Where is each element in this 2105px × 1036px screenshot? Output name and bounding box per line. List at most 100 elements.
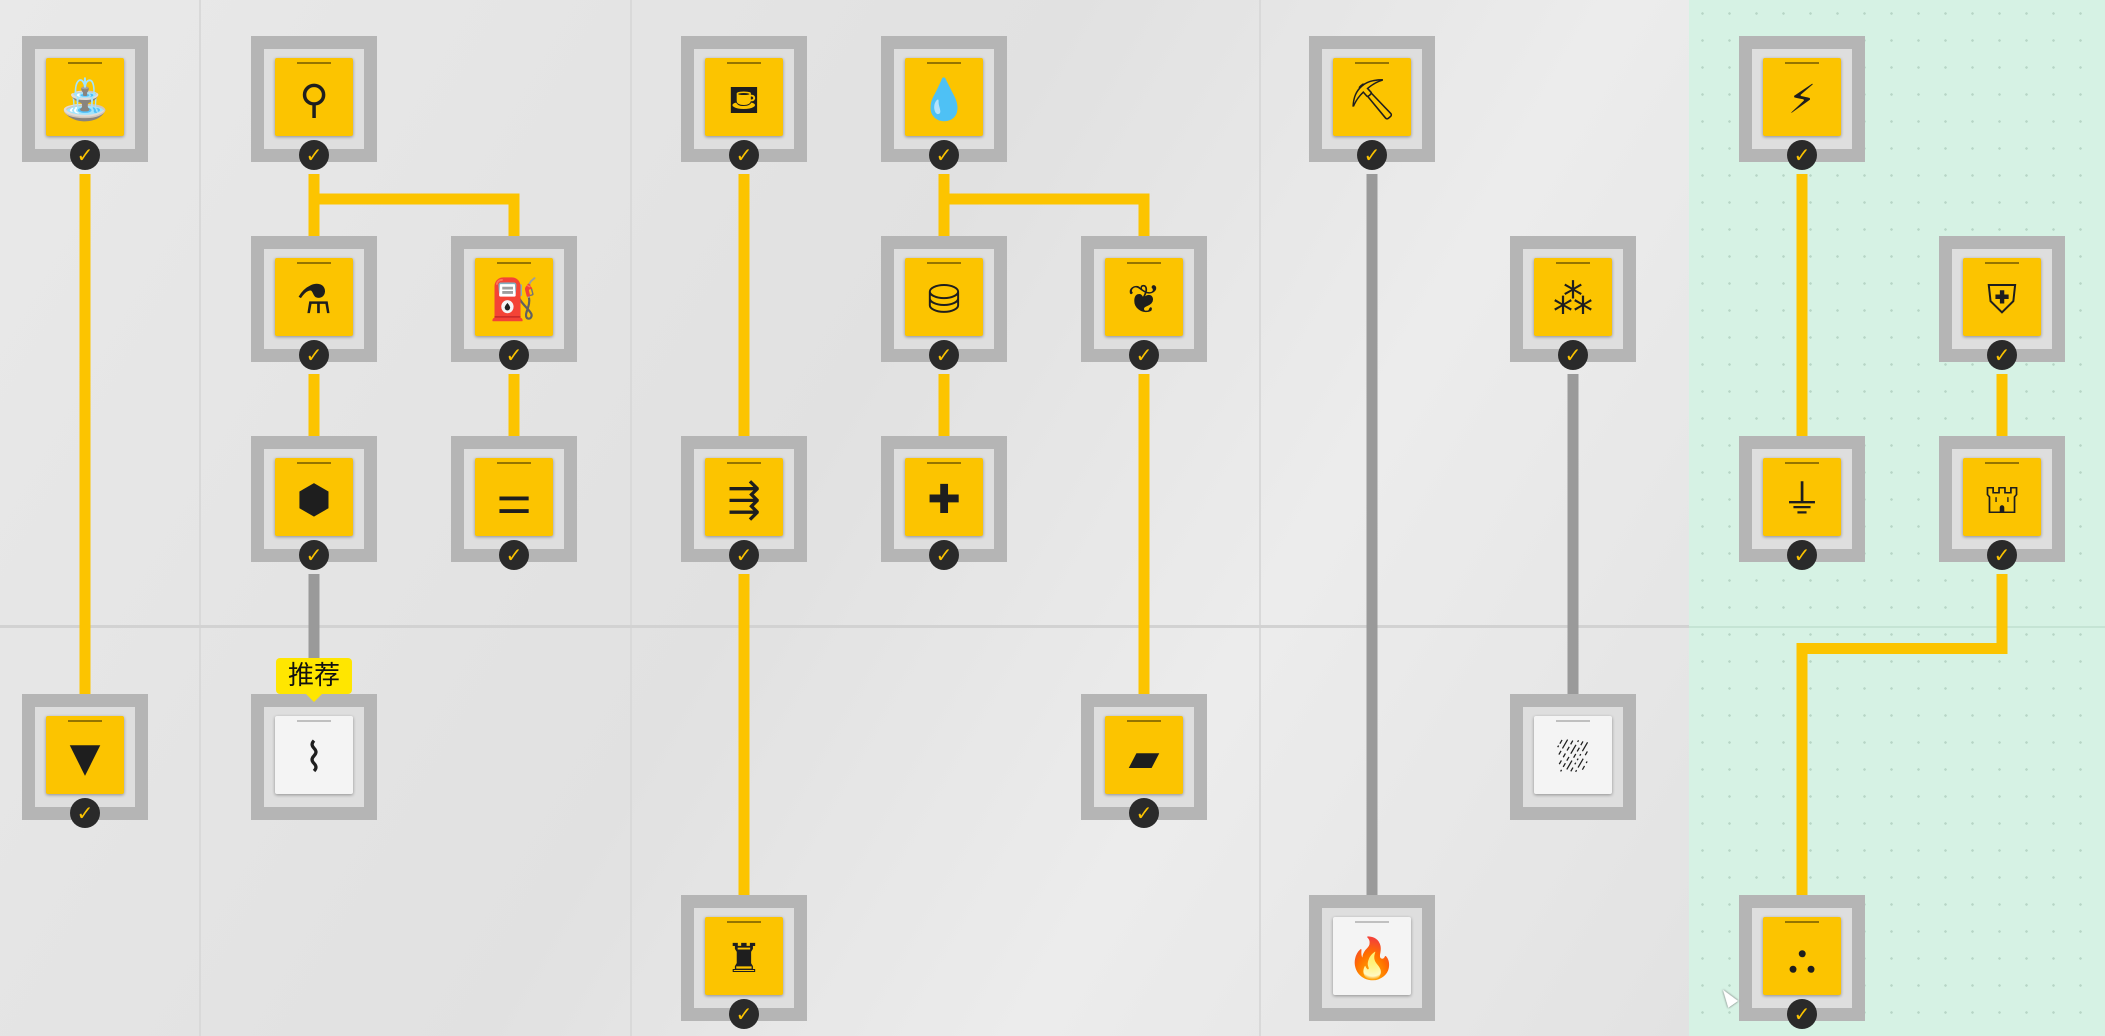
tech-node-a2[interactable]: ▼ ✓ bbox=[22, 694, 148, 828]
tech-node-c3[interactable]: ♜ ✓ bbox=[681, 895, 807, 1029]
tech-card: ⚌ bbox=[475, 458, 553, 536]
pump-tier-1-icon: ⛫ bbox=[1983, 477, 2021, 523]
check-icon: ✓ bbox=[729, 540, 759, 570]
card-label bbox=[297, 262, 331, 264]
check-icon: ✓ bbox=[929, 140, 959, 170]
tech-node-g2[interactable]: ⏚ ✓ bbox=[1739, 436, 1865, 570]
tech-card: ⛆ bbox=[1534, 716, 1612, 794]
tech-card: ⛏ bbox=[1333, 58, 1411, 136]
card-label bbox=[1127, 262, 1161, 264]
check-icon: ✓ bbox=[1558, 340, 1588, 370]
tech-card: 💧 bbox=[905, 58, 983, 136]
check-icon: ✓ bbox=[1987, 340, 2017, 370]
filter-drill-icon: ▼ bbox=[69, 735, 101, 781]
tech-node-b1[interactable]: ⚲ ✓ bbox=[251, 36, 377, 170]
tech-node-g3[interactable]: ⛨ ✓ bbox=[1939, 236, 2065, 370]
tech-node-d2[interactable]: ⛁ ✓ bbox=[881, 236, 1007, 370]
check-icon: ✓ bbox=[1987, 540, 2017, 570]
tech-card: ⏚ bbox=[1763, 458, 1841, 536]
check-icon: ✓ bbox=[499, 540, 529, 570]
check-icon: ✓ bbox=[1129, 798, 1159, 828]
link-d1-d3 bbox=[938, 174, 1150, 259]
card-label bbox=[727, 62, 761, 64]
check-icon: ✓ bbox=[1787, 999, 1817, 1029]
card-label bbox=[68, 720, 102, 722]
check-icon: ✓ bbox=[299, 340, 329, 370]
drill-tier-2-icon: ⛏ bbox=[1346, 77, 1398, 123]
card-label bbox=[1785, 462, 1819, 464]
link-g4-g5 bbox=[1796, 574, 2008, 918]
check-icon: ✓ bbox=[929, 340, 959, 370]
ore-scatter-icon: ⁂ bbox=[1553, 277, 1593, 323]
tech-card: ⛬ bbox=[1763, 917, 1841, 995]
card-label bbox=[927, 462, 961, 464]
column-divider bbox=[199, 0, 201, 1036]
check-icon: ✓ bbox=[1129, 340, 1159, 370]
tech-node-b4[interactable]: ⬢ ✓ bbox=[251, 436, 377, 570]
card-label bbox=[927, 62, 961, 64]
card-label bbox=[1785, 921, 1819, 923]
tech-node-f2[interactable]: ⛆ bbox=[1510, 694, 1636, 820]
tech-node-g4[interactable]: ⛫ ✓ bbox=[1939, 436, 2065, 570]
tech-card: ⛨ bbox=[1963, 258, 2041, 336]
tech-node-e2[interactable]: 🔥 bbox=[1309, 895, 1435, 1021]
tech-card: ❦ bbox=[1105, 258, 1183, 336]
tech-node-d1[interactable]: 💧 ✓ bbox=[881, 36, 1007, 170]
card-label bbox=[1127, 720, 1161, 722]
tech-node-d3[interactable]: ❦ ✓ bbox=[1081, 236, 1207, 370]
turret-icon: ♜ bbox=[726, 936, 762, 982]
card-label bbox=[927, 262, 961, 264]
column-divider bbox=[630, 0, 632, 1036]
card-label bbox=[297, 720, 331, 722]
card-label bbox=[727, 462, 761, 464]
plant-water-icon: ❦ bbox=[1127, 277, 1161, 323]
card-label bbox=[68, 62, 102, 64]
tech-card: 🔥 bbox=[1333, 917, 1411, 995]
generator-icon: ⏚ bbox=[1782, 477, 1822, 523]
tech-card: ⬢ bbox=[275, 458, 353, 536]
check-icon: ✓ bbox=[729, 999, 759, 1029]
card-label bbox=[1556, 262, 1590, 264]
tech-card: ⛾ bbox=[705, 58, 783, 136]
check-icon: ✓ bbox=[70, 798, 100, 828]
check-icon: ✓ bbox=[70, 140, 100, 170]
check-icon: ✓ bbox=[1787, 140, 1817, 170]
column-divider bbox=[1259, 0, 1261, 1036]
card-label bbox=[727, 921, 761, 923]
tech-node-g1[interactable]: ⚡ ✓ bbox=[1739, 36, 1865, 170]
tech-node-e1[interactable]: ⛏ ✓ bbox=[1309, 36, 1435, 170]
tech-node-d4[interactable]: ✚ ✓ bbox=[881, 436, 1007, 570]
check-icon: ✓ bbox=[1787, 540, 1817, 570]
pipe-splitter-icon: ⇶ bbox=[727, 477, 761, 523]
tech-card: ⌇ bbox=[275, 716, 353, 794]
card-label bbox=[297, 62, 331, 64]
card-label bbox=[1355, 921, 1389, 923]
card-label bbox=[497, 262, 531, 264]
pump-tier-2-icon: ⛬ bbox=[1788, 936, 1816, 982]
tech-node-b6[interactable]: ⌇ 推荐 bbox=[251, 658, 377, 820]
tech-card: ▰ bbox=[1105, 716, 1183, 794]
water-container-icon: ⛁ bbox=[927, 277, 961, 323]
tech-node-c1[interactable]: ⛾ ✓ bbox=[681, 36, 807, 170]
tech-node-b5[interactable]: ⚌ ✓ bbox=[451, 436, 577, 570]
fuel-can-icon: ⛽ bbox=[489, 277, 539, 323]
tech-card: ⁂ bbox=[1534, 258, 1612, 336]
spray-tower-icon: ⛆ bbox=[1557, 735, 1589, 781]
tech-card: ♜ bbox=[705, 917, 783, 995]
tech-card: ⛽ bbox=[475, 258, 553, 336]
card-label bbox=[1985, 262, 2019, 264]
tech-node-b2[interactable]: ⚗ ✓ bbox=[251, 236, 377, 370]
card-label bbox=[497, 462, 531, 464]
tech-node-f1[interactable]: ⁂ ✓ bbox=[1510, 236, 1636, 370]
card-label bbox=[1785, 62, 1819, 64]
valve-pipe-icon: ⬢ bbox=[296, 477, 332, 523]
check-icon: ✓ bbox=[1357, 140, 1387, 170]
tech-node-b3[interactable]: ⛽ ✓ bbox=[451, 236, 577, 370]
tech-node-d5[interactable]: ▰ ✓ bbox=[1081, 694, 1207, 828]
link-b1-b3 bbox=[308, 174, 520, 259]
tech-node-g5[interactable]: ⛬ ✓ bbox=[1739, 895, 1865, 1029]
tech-node-c2[interactable]: ⇶ ✓ bbox=[681, 436, 807, 570]
tech-card: ⛲ bbox=[46, 58, 124, 136]
tech-card: ✚ bbox=[905, 458, 983, 536]
tech-node-a1[interactable]: ⛲ ✓ bbox=[22, 36, 148, 170]
